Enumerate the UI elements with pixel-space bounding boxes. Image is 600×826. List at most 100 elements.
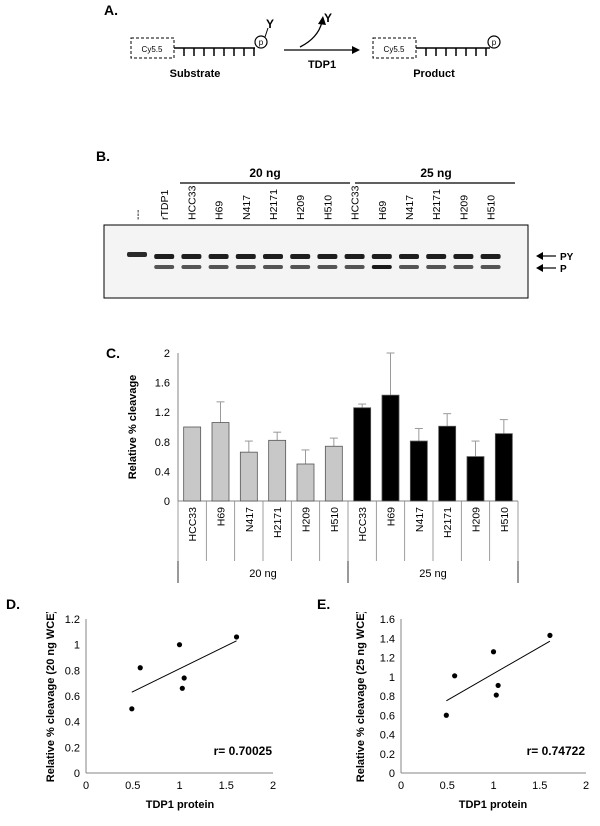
x-tick-label: 2 <box>583 780 589 792</box>
lane-label: H209 <box>458 195 470 220</box>
band-py <box>426 254 447 259</box>
cy55-tag-product: Cy5.5 <box>384 45 405 54</box>
band-py <box>317 254 338 259</box>
band-p <box>181 265 202 269</box>
band-py <box>235 254 256 259</box>
py-label: PY <box>560 252 574 263</box>
bar <box>239 451 258 502</box>
band-py <box>399 254 419 259</box>
band-py <box>290 254 311 259</box>
panel-a-label: A. <box>104 2 118 18</box>
bar <box>183 426 202 502</box>
lane-label: N417 <box>241 195 253 220</box>
data-point <box>129 706 135 712</box>
data-points <box>129 634 240 712</box>
substrate-bases <box>183 48 255 56</box>
category-label: H510 <box>329 507 341 532</box>
lane-label: HCC33 <box>350 185 362 220</box>
data-point <box>495 682 501 689</box>
band-py <box>371 254 392 259</box>
category-label: H2171 <box>442 507 454 538</box>
gel-bands <box>127 252 501 269</box>
lane-label: H209 <box>295 195 307 220</box>
tyrosine-bond <box>264 27 269 38</box>
product-bases <box>425 48 487 56</box>
y-tick-label: 0.4 <box>65 717 80 729</box>
category-label: N417 <box>244 507 256 532</box>
reaction-arrowhead <box>352 46 360 54</box>
category-label: H209 <box>301 507 313 532</box>
y-tick-labels: 00.20.40.60.811.21.41.6 <box>380 614 395 780</box>
band-py <box>480 254 501 259</box>
release-arrow <box>299 21 323 48</box>
band-p <box>317 265 338 269</box>
lane-label: H69 <box>214 201 226 220</box>
panel-d-label: D. <box>6 596 20 612</box>
y-tick-label: 0 <box>74 768 80 780</box>
band-p <box>453 265 474 269</box>
band-py <box>344 254 365 259</box>
x-tick-label: 1 <box>490 780 496 792</box>
x-tick-label: 0 <box>398 780 404 792</box>
band-py <box>127 252 147 257</box>
category-label: HCC33 <box>187 507 199 542</box>
scatter-chart-25ng: Relative % cleavage (25 ng WCE) TDP1 pro… <box>355 612 589 811</box>
band-p <box>426 265 447 269</box>
y-tick-label: 0.6 <box>380 710 395 722</box>
bar <box>353 407 372 502</box>
data-point <box>137 665 143 671</box>
p-arrowhead <box>536 264 543 272</box>
x-tick-label: 1 <box>176 780 182 792</box>
enzyme-label: TDP1 <box>308 59 336 71</box>
band-py <box>208 254 229 259</box>
phosphate-label-product: p <box>492 38 497 47</box>
y-tick-label: 0.4 <box>155 466 170 478</box>
lane-label: H510 <box>486 195 498 220</box>
lane-label: --- <box>132 209 144 220</box>
released-tyrosine-label: Y <box>324 11 332 25</box>
y-tick-label: 0.2 <box>380 749 395 761</box>
reaction-scheme: Cy5.5 p Y Substrate Y TDP1 Cy5.5 p Produ… <box>130 11 501 80</box>
phosphate-label-substrate: p <box>259 38 264 47</box>
panel-e-label: E. <box>317 596 331 612</box>
substrate-label: Substrate <box>170 68 221 80</box>
y-tick-label: 0.6 <box>65 691 80 703</box>
y-tick-label: 0.8 <box>380 691 395 703</box>
y-axis-label: Relative % cleavage <box>127 375 139 480</box>
y-tick-label: 1.2 <box>380 653 395 665</box>
lane-label: H2171 <box>431 189 443 220</box>
band-py <box>154 254 175 259</box>
y-tick-label: 0 <box>164 496 170 508</box>
group-label: 20 ng <box>249 568 277 580</box>
bar <box>211 422 230 502</box>
bar <box>324 445 343 502</box>
band-py <box>181 254 202 259</box>
y-tick-label: 1.2 <box>65 614 80 626</box>
y-tick-label: 0.8 <box>65 665 80 677</box>
x-axis-label: TDP1 protein <box>146 799 215 811</box>
release-arrowhead <box>318 16 326 25</box>
y-tick-label: 1.6 <box>155 378 170 390</box>
y-tick-labels: 00.20.40.60.811.2 <box>65 614 80 780</box>
y-axis-label: Relative % cleavage (20 ng WCE) <box>45 612 57 782</box>
category-label: H69 <box>386 507 398 526</box>
panel-c-label: C. <box>106 345 120 361</box>
group-25ng-label: 25 ng <box>420 166 451 180</box>
y-tick-label: 1.2 <box>155 407 170 419</box>
lane-label: H69 <box>377 201 389 220</box>
band-p <box>208 265 229 269</box>
x-tick-label: 1.5 <box>219 780 234 792</box>
data-point <box>176 642 183 648</box>
product-label: Product <box>413 68 455 80</box>
data-point <box>443 712 449 718</box>
bar <box>466 456 485 502</box>
y-tick-label: 1.6 <box>380 614 395 626</box>
group-label: 25 ng <box>419 568 447 580</box>
y-axis-label: Relative % cleavage (25 ng WCE) <box>355 612 367 782</box>
trendline <box>131 640 237 693</box>
lane-label: HCC33 <box>186 185 198 220</box>
cy55-tag-substrate: Cy5.5 <box>142 45 163 54</box>
